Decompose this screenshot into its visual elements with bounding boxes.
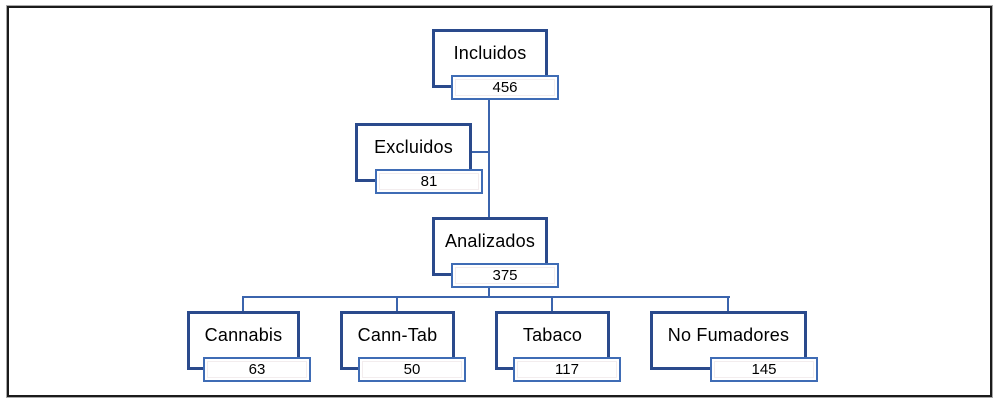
node-cannabis-value-box: 63: [203, 357, 311, 382]
node-no-fumadores-label: No Fumadores: [667, 325, 790, 345]
node-no-fumadores-value-box: 145: [710, 357, 818, 382]
connector-incluidos-analizados: [488, 95, 490, 218]
node-analizados-value-box: 375: [451, 263, 559, 288]
node-cann-tab-label: Cann-Tab: [357, 325, 438, 345]
connector-drop-no-fumadores: [727, 296, 729, 312]
node-incluidos-label: Incluidos: [453, 43, 527, 63]
connector-children-bus: [242, 296, 730, 298]
node-cannabis: Cannabis 63: [187, 311, 311, 391]
node-cannabis-label: Cannabis: [204, 325, 283, 345]
node-tabaco-value-box: 117: [513, 357, 621, 382]
node-analizados: Analizados 375: [432, 217, 559, 297]
node-cann-tab: Cann-Tab 50: [340, 311, 466, 391]
connector-analizados-bus: [488, 284, 490, 298]
node-excluidos: Excluidos 81: [355, 123, 483, 203]
node-incluidos: Incluidos 456: [432, 29, 559, 109]
node-cann-tab-value-box: 50: [358, 357, 466, 382]
node-no-fumadores-value: 145: [751, 361, 777, 378]
connector-drop-cannabis: [242, 296, 244, 312]
node-tabaco-value: 117: [555, 361, 579, 378]
node-excluidos-label: Excluidos: [374, 137, 453, 157]
node-excluidos-value-box: 81: [375, 169, 483, 194]
connector-drop-cann-tab: [396, 296, 398, 312]
node-tabaco-label: Tabaco: [522, 325, 583, 345]
node-tabaco: Tabaco 117: [495, 311, 621, 391]
node-excluidos-value: 81: [420, 173, 438, 190]
node-incluidos-value: 456: [492, 79, 518, 96]
connector-excluidos-branch: [470, 151, 489, 153]
node-incluidos-value-box: 456: [451, 75, 559, 100]
connector-drop-tabaco: [551, 296, 553, 312]
node-analizados-label: Analizados: [444, 231, 536, 251]
node-cann-tab-value: 50: [403, 361, 421, 378]
node-analizados-value: 375: [492, 267, 518, 284]
node-no-fumadores: No Fumadores 145: [650, 311, 818, 391]
node-cannabis-value: 63: [248, 361, 266, 378]
